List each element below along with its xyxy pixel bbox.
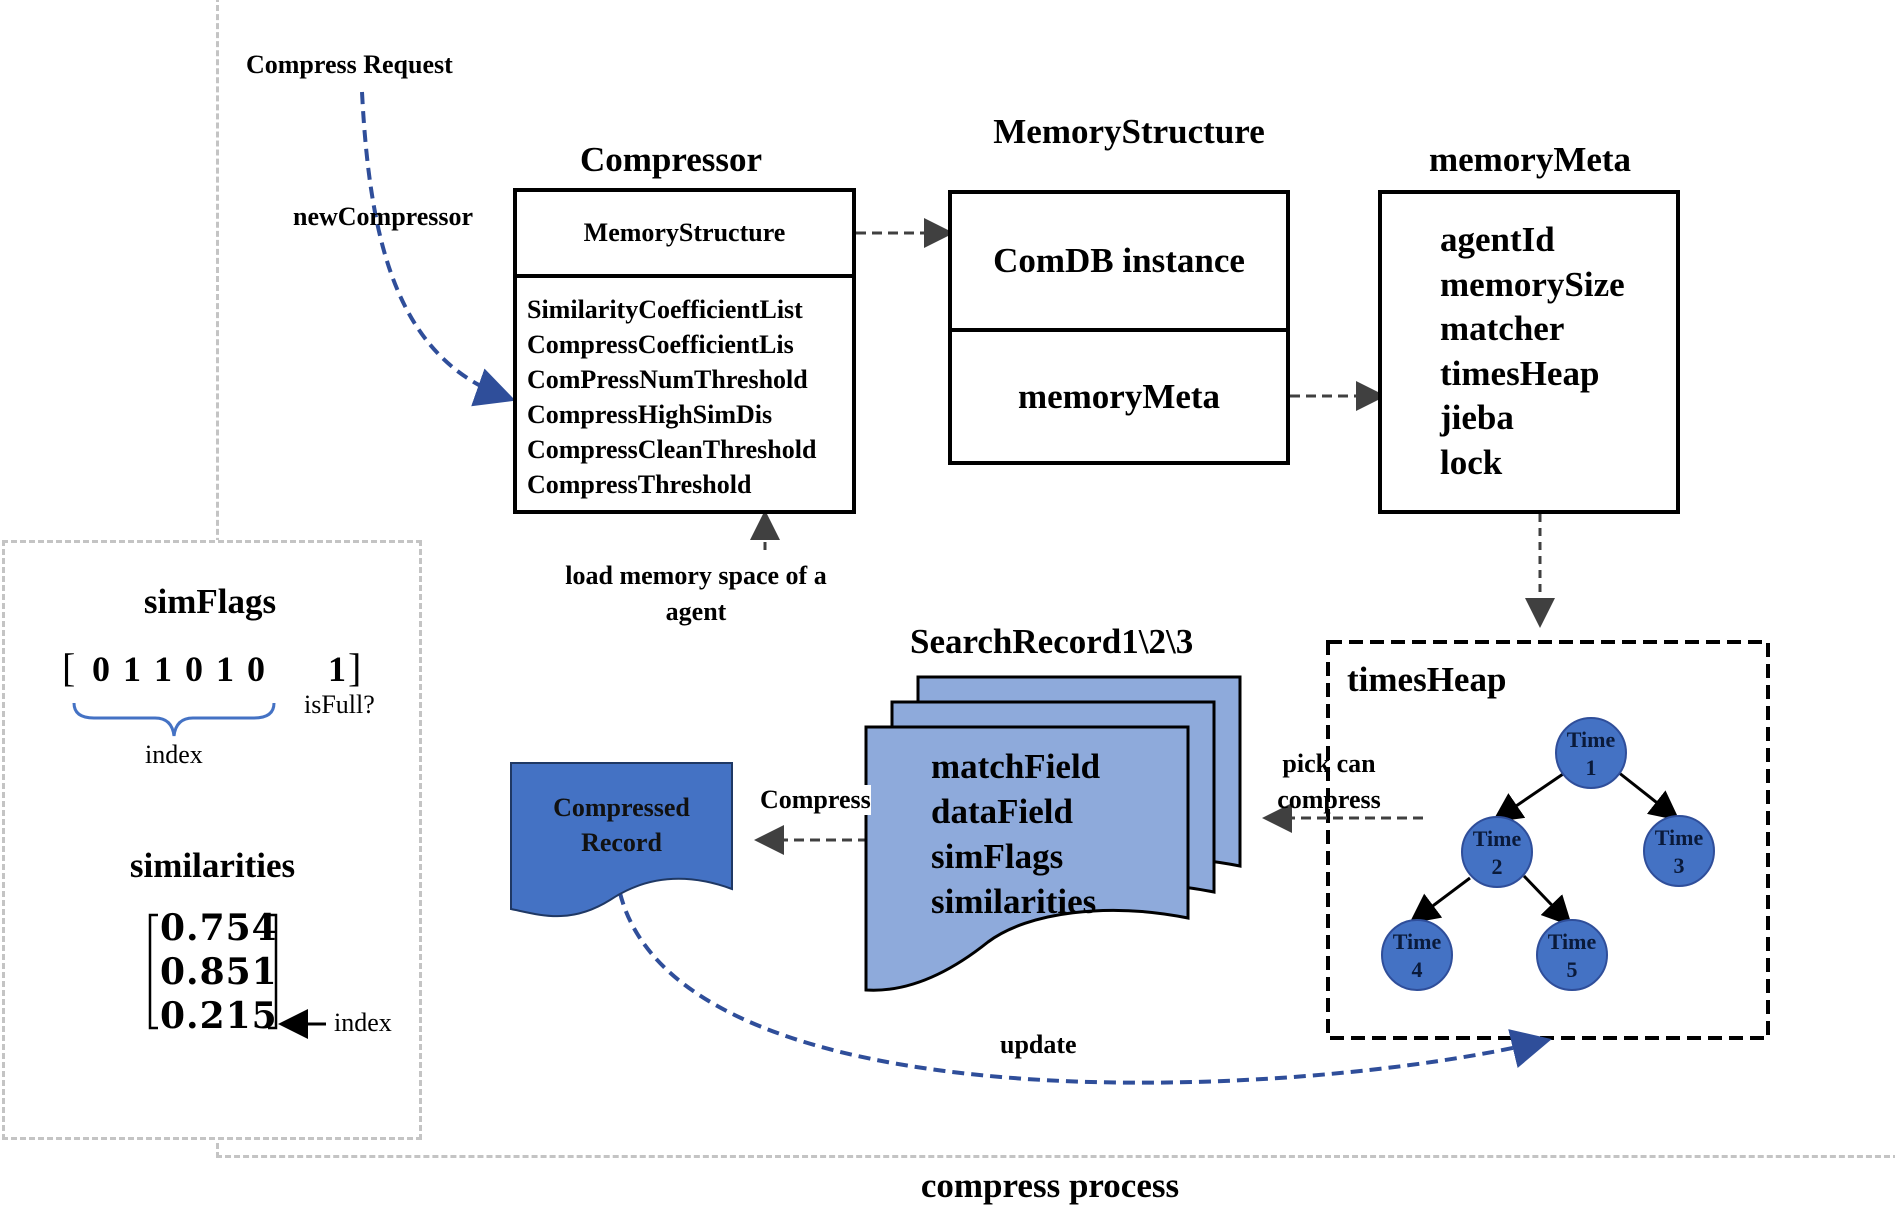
compress-request-label: Compress Request bbox=[246, 50, 453, 79]
similarities-right-bracket bbox=[268, 913, 278, 1030]
sim-flags-brace bbox=[72, 702, 276, 737]
heap-node-label-text: Time bbox=[1547, 929, 1597, 954]
similarities-left-bracket bbox=[148, 913, 158, 1030]
memory-meta-box: agentId memorySize matcher timesHeap jie… bbox=[1378, 190, 1680, 514]
compressor-field: CompressCleanThreshold bbox=[527, 435, 817, 464]
compressor-field: CompressCoefficientLis bbox=[527, 330, 794, 359]
memory-meta-field: memorySize bbox=[1440, 264, 1625, 304]
diagram-caption: compress process bbox=[920, 1166, 1180, 1205]
heap-node-number: 3 bbox=[1673, 853, 1685, 878]
pick-can-compress-label: pick can compress bbox=[1264, 746, 1394, 818]
similarities-index-label: index bbox=[334, 1008, 392, 1037]
compressor-fields: SimilarityCoefficientList CompressCoeffi… bbox=[517, 278, 852, 502]
search-record-field: similarities bbox=[931, 882, 1097, 921]
heap-node-3-label: Time 3 bbox=[1639, 824, 1719, 880]
compressor-title: Compressor bbox=[579, 140, 763, 179]
heap-node-2 bbox=[1461, 816, 1533, 888]
heap-node-number: 2 bbox=[1491, 854, 1503, 879]
heap-edge-2-4 bbox=[1409, 876, 1471, 924]
memory-meta-field: matcher bbox=[1440, 309, 1565, 348]
pick-line-1: pick can bbox=[1282, 749, 1376, 778]
search-record-field: dataField bbox=[931, 792, 1073, 831]
compressed-record-line-1: Compressed bbox=[553, 793, 690, 822]
heap-node-number: 5 bbox=[1566, 957, 1578, 982]
heap-node-1-label: Time 1 bbox=[1551, 726, 1631, 782]
load-memory-line-1: load memory space of a bbox=[565, 561, 827, 590]
compressor-field: ComPressNumThreshold bbox=[527, 365, 808, 394]
compressor-header: MemoryStructure bbox=[517, 192, 852, 278]
update-arrow bbox=[618, 892, 1552, 1085]
compressor-field: CompressThreshold bbox=[527, 470, 752, 499]
similarity-value: 0.851 bbox=[160, 951, 278, 993]
sim-flags-is-full: isFull? bbox=[304, 690, 375, 719]
heap-node-4 bbox=[1381, 919, 1453, 991]
heap-node-5 bbox=[1536, 919, 1608, 991]
new-compressor-label: newCompressor bbox=[293, 202, 474, 231]
update-label: update bbox=[1000, 1030, 1077, 1059]
memory-structure-title: MemoryStructure bbox=[993, 112, 1265, 151]
similarity-value: 0.215 bbox=[160, 995, 278, 1037]
memory-meta-fields: agentId memorySize matcher timesHeap jie… bbox=[1382, 194, 1676, 485]
compressed-record-label: Compressed Record bbox=[511, 790, 732, 860]
heap-node-1 bbox=[1555, 717, 1627, 789]
sim-flags-title: simFlags bbox=[143, 582, 277, 621]
heap-node-number: 1 bbox=[1585, 755, 1597, 780]
search-record-title: SearchRecord1\2\3 bbox=[910, 622, 1194, 661]
heap-node-number: 4 bbox=[1411, 957, 1423, 982]
heap-node-2-label: Time 2 bbox=[1457, 825, 1537, 881]
heap-node-label-text: Time bbox=[1654, 825, 1704, 850]
sim-flags-open-bracket: [ bbox=[62, 645, 76, 690]
compressor-box: MemoryStructure SimilarityCoefficientLis… bbox=[513, 188, 856, 514]
compressed-record-shape bbox=[510, 762, 733, 918]
times-heap-title: timesHeap bbox=[1347, 660, 1507, 699]
heap-node-label-text: Time bbox=[1472, 826, 1522, 851]
legend-panel bbox=[2, 540, 422, 1140]
similarity-value: 0.754 bbox=[160, 907, 278, 949]
pick-line-2: compress bbox=[1277, 785, 1381, 814]
memory-structure-box: ComDB instance memoryMeta bbox=[948, 190, 1290, 465]
search-record-page-1 bbox=[864, 725, 1190, 992]
sim-flags-bits: 0 1 1 0 1 0 bbox=[92, 649, 267, 689]
heap-node-3 bbox=[1643, 815, 1715, 887]
new-compressor-arrow bbox=[360, 91, 516, 407]
memory-structure-bottom-cell: memoryMeta bbox=[1017, 377, 1221, 416]
memory-meta-field: jieba bbox=[1440, 398, 1514, 437]
search-record-field: simFlags bbox=[931, 837, 1064, 876]
similarities-title: similarities bbox=[129, 846, 296, 885]
heap-edge-2-5 bbox=[1522, 874, 1573, 927]
compress-label: Compress bbox=[760, 785, 871, 815]
compressor-field: CompressHighSimDis bbox=[527, 400, 773, 429]
memory-meta-field: lock bbox=[1440, 442, 1503, 482]
heap-node-5-label: Time 5 bbox=[1532, 928, 1612, 984]
memory-meta-title: memoryMeta bbox=[1428, 140, 1632, 179]
heap-edge-1-2 bbox=[1492, 770, 1567, 823]
similarities-values: 0.754 0.851 0.215 bbox=[160, 906, 278, 1038]
load-memory-line-2: agent bbox=[665, 597, 727, 626]
sim-flags-close-bracket: ] bbox=[348, 645, 362, 690]
load-memory-label: load memory space of a agent bbox=[526, 558, 866, 630]
memory-meta-field: timesHeap bbox=[1440, 353, 1600, 393]
heap-node-label-text: Time bbox=[1566, 727, 1616, 752]
heap-node-4-label: Time 4 bbox=[1377, 928, 1457, 984]
memory-meta-field: agentId bbox=[1440, 220, 1555, 259]
sim-flags-index-label: index bbox=[145, 740, 203, 769]
compressor-field: SimilarityCoefficientList bbox=[527, 295, 803, 324]
search-record-fields: matchField dataField simFlags similariti… bbox=[931, 744, 1100, 924]
memory-structure-top-cell: ComDB instance bbox=[952, 194, 1286, 332]
search-record-field: matchField bbox=[931, 747, 1101, 786]
heap-edge-1-3 bbox=[1617, 770, 1680, 821]
heap-node-label-text: Time bbox=[1392, 929, 1442, 954]
sim-flags-last-bit: 1 bbox=[328, 649, 346, 689]
compressed-record-line-2: Record bbox=[581, 828, 662, 857]
